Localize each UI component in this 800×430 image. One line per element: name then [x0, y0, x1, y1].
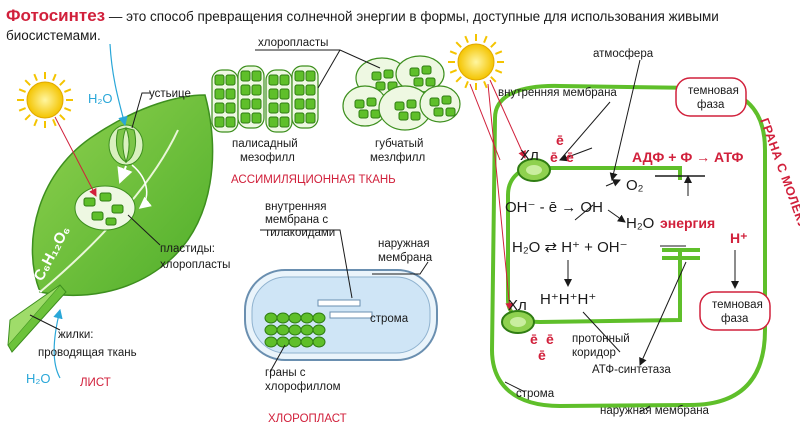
inner-membrane-right-label: внутренняя мембрана [498, 87, 617, 99]
electron-2: ē [550, 149, 558, 165]
atmosphere-label: атмосфера [593, 48, 654, 60]
proton-corridor-2: коридор [572, 347, 616, 359]
outer-membrane-right-label: наружная мембрана [600, 405, 710, 417]
stomata-label: устьице [149, 88, 191, 100]
dark-phase-bottom-1: темновая [712, 299, 763, 311]
veins-label-1: жилки: [58, 329, 93, 341]
page-title: Фотосинтез [6, 6, 106, 25]
leaf-section: H₂O устьице C₆H₁₂O₆ пластиды: хлоропласт… [7, 43, 230, 389]
outer-membrane-label-2: мембрана [378, 252, 433, 264]
sun-icon-right [448, 34, 504, 90]
dark-phase-bottom-2: фаза [721, 313, 749, 325]
inner-membrane-label-2: мембрана с [265, 214, 328, 226]
definition-text: — это способ превращения солнечной энерг… [6, 9, 719, 43]
page-header: Фотосинтез — это способ превращения солн… [6, 6, 786, 45]
inner-membrane-label-3: тилакоидами [265, 227, 335, 239]
dark-phase-top-2: фаза [697, 99, 725, 111]
water-top-label: H₂O [88, 91, 113, 106]
leaf-caption: ЛИСТ [80, 377, 111, 389]
leaf-chloroplast-icon [74, 185, 136, 231]
chl-top-label: Хл [520, 147, 539, 164]
h-plus-label: H⁺ [730, 230, 748, 246]
dark-phase-bottom-box [699, 291, 771, 331]
electron-4: ē [530, 331, 538, 347]
scheme-section: атмосфера внутренняя мембрана темновая ф… [448, 34, 800, 417]
electron-3: ē [566, 149, 574, 165]
chloroplast-section: внутренняя мембрана с тилакоидами наружн… [244, 201, 438, 425]
oxygen-label: O₂ [626, 177, 644, 194]
palisade-cells [211, 65, 319, 133]
chl-bottom-label: Хл [508, 297, 527, 314]
veins-label-2: проводящая ткань [38, 347, 137, 359]
water-out-label: H₂O [626, 215, 654, 232]
sun-icon-left [17, 72, 73, 128]
hydroxyl-reaction: OH⁻ - ē → OH [505, 199, 603, 216]
grana-stack [264, 312, 326, 348]
inner-membrane-label-1: внутренняя [265, 201, 326, 213]
outer-membrane-ring [489, 83, 767, 409]
grana-label-2: хлорофиллом [265, 381, 341, 393]
chloroplasts-label: хлоропласты [258, 37, 328, 49]
outer-membrane-label-1: наружная [378, 238, 430, 250]
stroma-label-chl: строма [370, 313, 409, 325]
water-bottom-label: H₂O [26, 371, 51, 386]
chloroplast-caption: ХЛОРОПЛАСТ [268, 413, 347, 425]
stomata-icon [108, 124, 144, 166]
palisade-label-2: мезофилл [240, 152, 295, 164]
spongy-label-1: губчатый [375, 138, 423, 150]
spongy-cells [342, 55, 461, 131]
electron-6: ē [538, 347, 546, 363]
protons-label: H⁺H⁺H⁺ [540, 291, 596, 308]
proton-corridor-1: протонный [572, 333, 630, 345]
dark-phase-top-1: темновая [688, 85, 739, 97]
water-dissociation: H₂O ⇄ H⁺ + OH⁻ [512, 239, 628, 256]
dark-phase-top-box [675, 77, 747, 117]
plastids-label-1: пластиды: [160, 243, 215, 255]
tissue-caption: АССИМИЛЯЦИОННАЯ ТКАНЬ [231, 174, 396, 186]
spongy-label-2: мезлфилл [370, 152, 425, 164]
energy-label: энергия [660, 215, 715, 231]
plastids-label-2: хлоропласты [160, 259, 230, 271]
palisade-label-1: палисадный [232, 138, 298, 150]
stroma-right-label: строма [516, 388, 555, 400]
atp-reaction: АДФ + Ф → АТФ [632, 149, 743, 165]
tissue-section: хлоропласты палисадный мезофилл губчатый… [211, 37, 461, 186]
atp-synthase-label: АТФ-синтетаза [592, 364, 671, 376]
electron-1: ē [556, 132, 564, 148]
grana-label-1: граны с [265, 367, 306, 379]
electron-5: ē [546, 331, 554, 347]
